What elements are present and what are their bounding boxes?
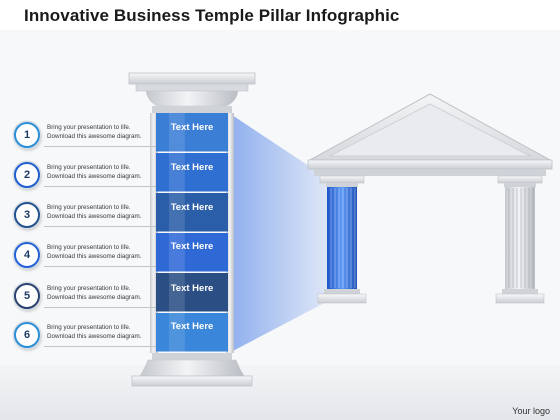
step-description-line1: Bring your presentation to life. [47,124,131,131]
pillar-base-plinth [131,375,253,387]
step-number-badge: 5 [14,283,40,309]
divider [44,186,156,187]
step-description-line1: Bring your presentation to life. [47,164,131,171]
step-number-badge: 1 [14,122,40,148]
pillar-segment-3 [156,193,228,232]
step-row-6: 6 Bring your presentation to life. Downl… [14,320,156,352]
pillar-segment-label-4: Text Here [170,241,214,252]
divider [44,226,156,227]
temple-column-right [495,175,545,304]
step-row-4: 4 Bring your presentation to life. Downl… [14,240,156,272]
floor [0,365,560,420]
step-description: Bring your presentation to life. Downloa… [47,164,159,181]
temple-frieze [314,169,546,176]
pillar-segment-5 [156,273,228,312]
divider [44,307,156,308]
step-description-line1: Bring your presentation to life. [47,285,131,292]
temple [307,93,553,304]
divider [44,266,156,267]
pillar-segment-2 [156,153,228,192]
pillar-segments [156,113,228,352]
pillar-segment-highlight [168,193,185,232]
pillar-segment-label-3: Text Here [170,202,214,213]
main-pillar [128,72,256,387]
step-number-badge: 6 [14,322,40,348]
pillar-segment-highlight [168,273,185,312]
pillar-segment-highlight [168,153,185,192]
step-description-line1: Bring your presentation to life. [47,244,131,251]
step-description: Bring your presentation to life. Downloa… [47,285,159,302]
step-description-line2: Download this awesome diagram. [47,212,142,220]
temple-pediment [329,103,531,157]
pillar-segment-6 [156,313,228,352]
step-description: Bring your presentation to life. Downloa… [47,204,159,221]
pillar-capital-top [128,72,256,85]
step-description: Bring your presentation to life. Downloa… [47,244,159,261]
pillar-segment-highlight [168,113,185,152]
step-row-2: 2 Bring your presentation to life. Downl… [14,160,156,192]
step-description-line2: Download this awesome diagram. [47,172,142,180]
pillar-segment-label-6: Text Here [170,321,214,332]
step-description-line2: Download this awesome diagram. [47,252,142,260]
step-description: Bring your presentation to life. Downloa… [47,324,159,341]
step-description-line1: Bring your presentation to life. [47,324,131,331]
step-description-line2: Download this awesome diagram. [47,332,142,340]
step-number-badge: 3 [14,202,40,228]
temple-entablature [307,159,553,170]
highlighted-temple-column [317,175,367,304]
step-number-badge: 4 [14,242,40,268]
pillar-segment-label-2: Text Here [170,162,214,173]
divider [44,146,156,147]
pillar-base-neck [152,353,232,360]
projection-beam [229,113,330,353]
logo-placeholder: Your logo [512,406,550,416]
step-description-line1: Bring your presentation to life. [47,204,131,211]
step-row-1: 1 Bring your presentation to life. Downl… [14,120,156,152]
step-description-line2: Download this awesome diagram. [47,132,142,140]
step-row-5: 5 Bring your presentation to life. Downl… [14,281,156,313]
pillar-neck [152,106,232,113]
pillar-segment-label-5: Text Here [170,283,214,294]
pillar-segment-label-1: Text Here [170,122,214,133]
pillar-segment-highlight [168,313,185,352]
step-row-3: 3 Bring your presentation to life. Downl… [14,200,156,232]
divider [44,346,156,347]
pillar-segment-4 [156,233,228,272]
pillar-capital-mid [135,83,249,92]
pillar-segment-highlight [168,233,185,272]
step-number-badge: 2 [14,162,40,188]
pillar-base-curve [139,359,245,377]
pillar-segment-1 [156,113,228,152]
pillar-capital-curve [145,90,239,107]
page-title: Innovative Business Temple Pillar Infogr… [24,6,400,25]
step-description: Bring your presentation to life. Downloa… [47,124,159,141]
step-description-line2: Download this awesome diagram. [47,293,142,301]
